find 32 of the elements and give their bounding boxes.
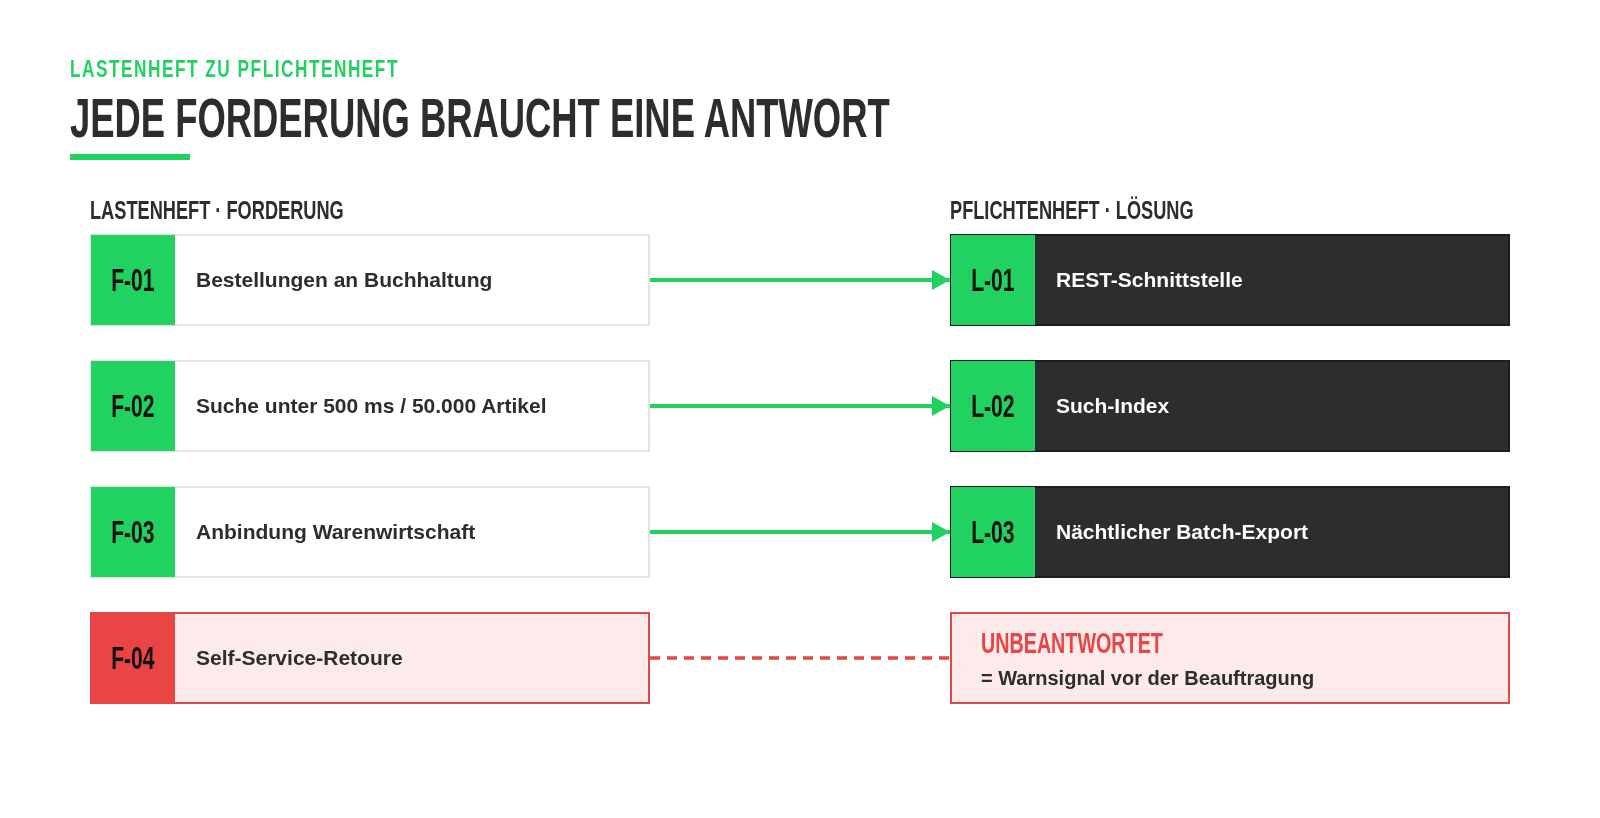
requirement-id: F-03: [111, 516, 155, 548]
solution-text: Nächtlicher Batch-Export: [1056, 519, 1309, 545]
column-heading: LASTENHEFT · FORDERUNG: [90, 197, 344, 223]
requirement-text: Anbindung Warenwirtschaft: [196, 519, 476, 545]
requirement-card: [90, 486, 650, 578]
eyebrow-label: LASTENHEFT ZU PFLICHTENHEFT: [70, 58, 399, 81]
arrow: [650, 396, 950, 416]
requirement-card: [90, 234, 650, 326]
requirement-id: F-04: [111, 642, 155, 674]
warning-heading: UNBEANTWORTET: [981, 629, 1163, 658]
solution-id: L-02: [971, 390, 1015, 422]
requirement-text: Bestellungen an Buchhaltung: [196, 267, 493, 293]
warning-card: [950, 612, 1510, 704]
column-heading: PFLICHTENHEFT · LÖSUNG: [950, 197, 1194, 223]
requirement-id: F-02: [111, 390, 155, 422]
solution-card: [950, 360, 1510, 452]
requirement-text: Self-Service-Retoure: [196, 645, 403, 671]
requirement-card: [90, 360, 650, 452]
requirement-id: F-01: [111, 264, 155, 296]
arrow: [650, 270, 950, 290]
solution-id: L-01: [971, 264, 1015, 296]
solution-card: [950, 234, 1510, 326]
solution-id: L-03: [971, 516, 1015, 548]
slide-title: JEDE FORDERUNG BRAUCHT EINE ANTWORT: [70, 90, 890, 146]
solution-text: Such-Index: [1056, 393, 1170, 419]
unanswered-requirement-card: [90, 612, 650, 704]
warning-note: = Warnsignal vor der Beauftragung: [981, 666, 1315, 690]
solution-text: REST-Schnittstelle: [1056, 267, 1243, 293]
arrow: [650, 522, 950, 542]
solution-card: [950, 486, 1510, 578]
requirement-text: Suche unter 500 ms / 50.000 Artikel: [196, 393, 547, 419]
dashed-connector: [650, 656, 950, 660]
